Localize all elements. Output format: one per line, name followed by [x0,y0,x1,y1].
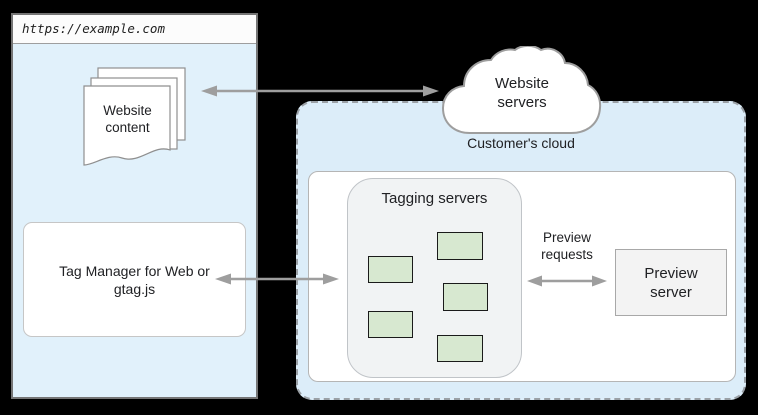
bidirectional-arrow-tagmanager-tagging [215,273,339,285]
tag-manager-box: Tag Manager for Web or gtag.js [23,222,246,337]
website-content-label: Website content [103,103,152,135]
website-servers-label: Website servers [495,75,549,111]
customer-cloud-label: Customer's cloud [467,135,575,151]
address-bar-url: https://example.com [22,21,165,36]
tagging-server-node [437,335,483,362]
bidirectional-arrow-content-servers [201,85,439,97]
browser-titlebar: https://example.com [13,15,256,44]
preview-server-label: Preview server [644,264,698,301]
tagging-servers-panel [347,178,522,378]
website-servers-cloud-icon [441,46,602,134]
tagging-server-node [368,256,413,283]
website-content-pages-icon [83,67,186,166]
tagging-server-node [443,283,488,311]
tagging-server-node [437,232,483,260]
tagging-servers-label: Tagging servers [381,190,488,207]
bidirectional-arrow-preview [527,275,607,287]
preview-server-box: Preview server [615,249,727,316]
tag-manager-label: Tag Manager for Web or gtag.js [59,262,210,297]
tagging-server-node [368,311,413,338]
preview-requests-label: Preview requests [541,230,593,262]
